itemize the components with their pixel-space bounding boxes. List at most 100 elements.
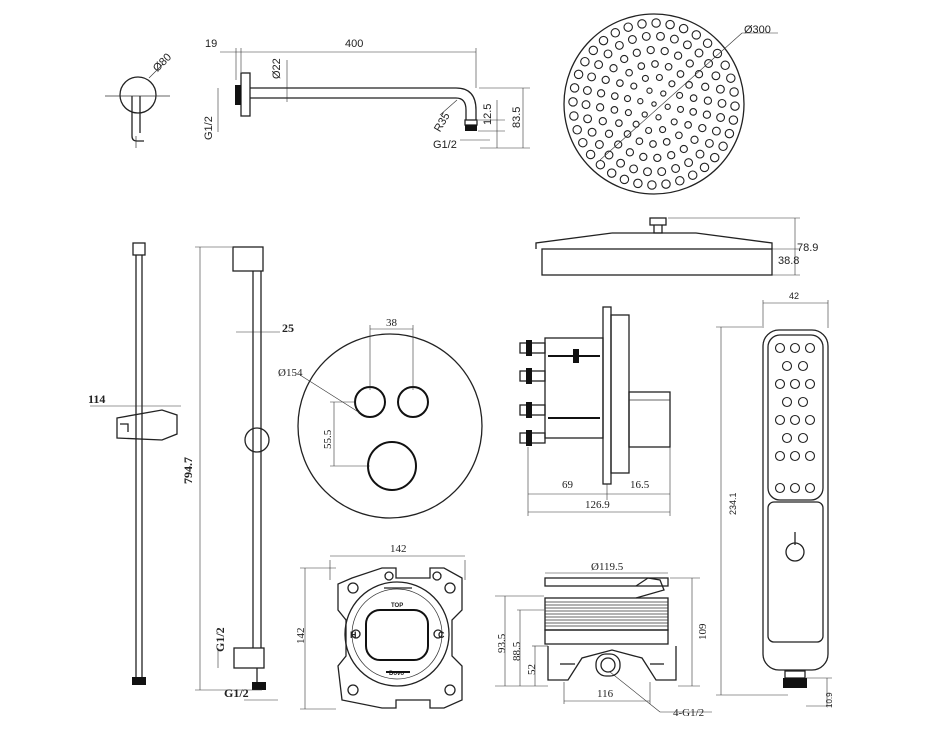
handset-nozzle	[774, 378, 786, 390]
body-height-2-label: 88.5	[511, 641, 523, 661]
head-nozzle	[610, 106, 619, 114]
head-nozzle	[651, 101, 657, 107]
handset-thread-label: 10.9	[825, 692, 834, 708]
valve-depth-label: 69	[562, 479, 574, 491]
head-nozzle	[624, 109, 632, 117]
plate-vertical-label: 55.5	[322, 429, 334, 449]
mounting-box-view: TOP H C Dovo 142 142	[295, 543, 466, 710]
hand-shower-view: 42 234.1 10.9	[716, 291, 834, 708]
head-nozzle	[623, 22, 633, 32]
head-nozzles	[568, 18, 740, 190]
head-nozzle	[689, 94, 698, 102]
handset-nozzle	[789, 378, 801, 390]
body-diameter-label: Ø119.5	[591, 561, 624, 573]
head-nozzle	[709, 152, 720, 163]
head-nozzle	[632, 48, 641, 57]
handset-nozzle	[804, 450, 816, 462]
head-nozzle	[572, 125, 582, 135]
head-nozzle	[689, 108, 698, 116]
body-height-3-label: 52	[526, 664, 538, 675]
body-ribs	[545, 601, 668, 627]
box-width-label: 142	[390, 543, 407, 555]
head-nozzle	[594, 140, 604, 149]
valve-side-view: 69 16.5 126.9	[519, 306, 671, 516]
head-nozzle	[699, 162, 710, 173]
head-nozzle	[694, 70, 704, 79]
head-nozzle	[604, 129, 614, 138]
head-nozzle	[585, 149, 596, 160]
handset-nozzle	[781, 396, 793, 408]
handset-nozzle	[804, 414, 816, 426]
head-nozzle	[669, 34, 679, 44]
arm-bend-radius-label: R35	[432, 111, 452, 134]
head-nozzle	[720, 60, 730, 71]
head-nozzle	[620, 54, 629, 64]
head-nozzle	[582, 86, 592, 95]
valve-plate-front-view: 38 Ø154 55.5	[278, 317, 483, 519]
head-nozzle	[715, 84, 725, 94]
head-nozzle	[616, 79, 624, 87]
head-nozzle	[671, 164, 681, 173]
head-nozzle	[594, 60, 604, 70]
arm-drop-label: 12.5	[482, 104, 494, 125]
head-nozzle	[670, 118, 678, 126]
arm-offset-label: 19	[205, 38, 217, 50]
head-nozzle	[711, 126, 721, 136]
head-nozzle	[653, 153, 662, 163]
head-nozzle	[614, 140, 623, 149]
head-nozzle	[667, 151, 676, 160]
handset-nozzle	[789, 414, 801, 426]
head-nozzle	[662, 138, 671, 146]
head-nozzle	[627, 35, 637, 44]
head-nozzle	[702, 38, 713, 49]
head-nozzle	[619, 174, 630, 185]
head-nozzle	[702, 110, 712, 119]
head-disc-height-label: 38.8	[778, 255, 799, 267]
head-nozzle	[716, 113, 726, 122]
head-nozzle	[581, 100, 591, 110]
head-nozzle	[684, 158, 694, 168]
head-nozzle	[664, 62, 673, 71]
head-nozzle	[629, 164, 639, 174]
slide-rail-side-view: 794.7 25 G1/2 G1/2	[181, 246, 294, 701]
head-nozzle	[718, 141, 728, 152]
head-nozzle	[606, 168, 617, 178]
head-nozzle	[595, 159, 606, 170]
head-nozzle	[637, 98, 644, 105]
head-nozzle	[729, 87, 739, 97]
head-nozzle	[639, 152, 648, 162]
head-total-height-label: 78.9	[797, 242, 818, 254]
head-nozzle	[665, 19, 675, 30]
head-nozzle	[598, 35, 609, 46]
head-nozzle	[694, 48, 704, 58]
head-nozzle	[601, 75, 610, 85]
plate-spacing-label: 38	[386, 317, 398, 329]
head-nozzle	[682, 40, 692, 50]
handset-nozzle	[781, 360, 793, 372]
flange-diameter-label: Ø80	[151, 51, 174, 74]
head-nozzle	[679, 144, 688, 154]
head-nozzle	[660, 46, 669, 56]
head-nozzle	[655, 114, 662, 121]
body-ports-label: 4-G1/2	[673, 707, 704, 719]
head-nozzle	[580, 56, 590, 67]
head-nozzle	[641, 74, 649, 82]
head-nozzle	[678, 23, 689, 34]
body-height-4-label: 109	[697, 623, 709, 640]
handset-nozzle	[797, 360, 809, 372]
handset-nozzle	[804, 482, 816, 494]
head-nozzle	[728, 115, 739, 125]
head-nozzle	[695, 149, 705, 159]
head-nozzle	[673, 51, 683, 60]
head-nozzle	[614, 40, 624, 50]
head-nozzle	[625, 68, 633, 77]
handset-length-label: 234.1	[728, 492, 738, 515]
head-nozzle	[587, 127, 597, 137]
head-nozzle	[685, 59, 694, 68]
head-nozzle	[711, 71, 721, 81]
rain-head-side-view: 78.9 38.8	[535, 217, 818, 276]
handset-nozzle	[774, 450, 786, 462]
valve-body-view: Ø119.5 93.5 88.5 52 109 116 4-G1/2	[495, 561, 712, 719]
handset-nozzle	[804, 342, 816, 354]
head-nozzle	[690, 135, 699, 144]
